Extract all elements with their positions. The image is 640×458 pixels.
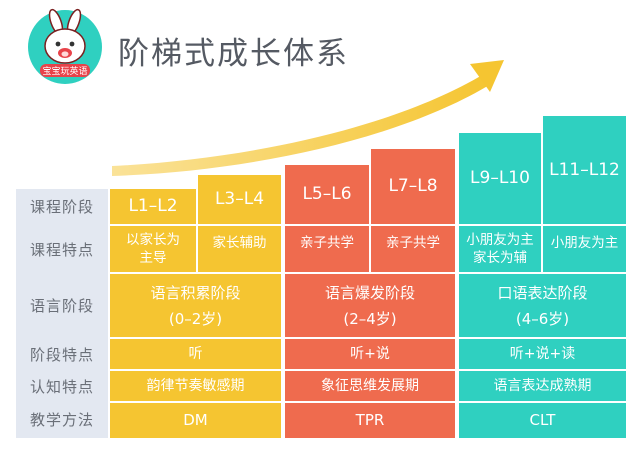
row-label-stage-features: 阶段特点 <box>29 345 94 364</box>
level-cell-l5-l6: L5–L6 <box>285 165 369 224</box>
language-stage-age: (0–2岁) <box>168 309 223 328</box>
feature-text: 小朋友为主 <box>466 232 534 248</box>
method-cell-2: TPR <box>285 403 455 438</box>
feature-cell-l3-l4: 家长辅助 <box>198 226 281 272</box>
page-title: 阶梯式成长体系 <box>118 36 349 72</box>
feature-cell-l5-l6: 亲子共学 <box>285 226 369 272</box>
row-label-teaching-method: 教学方法 <box>29 411 94 429</box>
stage-skill-cell-2: 听+说 <box>285 339 455 369</box>
cognition-cell-2: 象征思维发展期 <box>285 371 455 401</box>
row-label-language-stage: 语言阶段 <box>29 297 94 315</box>
stage-skill-cell-1: 听 <box>110 339 281 369</box>
feature-cell-l11-l12: 小朋友为主 <box>543 226 626 272</box>
svg-text:宝宝玩英语: 宝宝玩英语 <box>42 65 87 77</box>
level-cell-l3-l4: L3–L4 <box>198 175 281 224</box>
feature-text: 以家长为 <box>126 232 180 248</box>
row-label-column <box>16 189 108 438</box>
language-stage-cell-3: 口语表达阶段 (4–6岁) <box>459 274 626 337</box>
row-label-course-stage: 课程阶段 <box>29 198 94 216</box>
feature-cell-l7-l8: 亲子共学 <box>371 226 455 272</box>
level-cell-l1-l2: L1–L2 <box>110 189 196 224</box>
brand-logo: 宝宝玩英语 <box>28 8 102 84</box>
method-cell-1: DM <box>110 403 281 438</box>
level-cell-l7-l8: L7–L8 <box>371 149 455 224</box>
language-stage-age: (4–6岁) <box>515 309 570 328</box>
feature-cell-l1-l2: 以家长为 主导 <box>110 226 196 272</box>
language-stage-name: 语言积累阶段 <box>150 283 241 302</box>
language-stage-name: 语言爆发阶段 <box>324 283 415 302</box>
language-stage-cell-2: 语言爆发阶段 (2–4岁) <box>285 274 455 337</box>
cognition-cell-3: 语言表达成熟期 <box>459 371 626 401</box>
cognition-cell-1: 韵律节奏敏感期 <box>110 371 281 401</box>
level-cell-l11-l12: L11–L12 <box>543 116 626 224</box>
language-stage-age: (2–4岁) <box>343 309 397 328</box>
language-stage-name: 口语表达阶段 <box>497 283 588 302</box>
stage-skill-cell-3: 听+说+读 <box>459 339 626 369</box>
feature-text: 主导 <box>139 250 167 266</box>
feature-cell-l9-l10: 小朋友为主 家长为辅 <box>459 226 541 272</box>
language-stage-cell-1: 语言积累阶段 (0–2岁) <box>110 274 281 337</box>
method-cell-3: CLT <box>459 403 626 438</box>
row-label-course-features: 课程特点 <box>29 240 94 259</box>
level-cell-l9-l10: L9–L10 <box>459 133 541 224</box>
row-label-cognitive-features: 认知特点 <box>29 377 94 396</box>
feature-text: 家长为辅 <box>473 250 527 266</box>
